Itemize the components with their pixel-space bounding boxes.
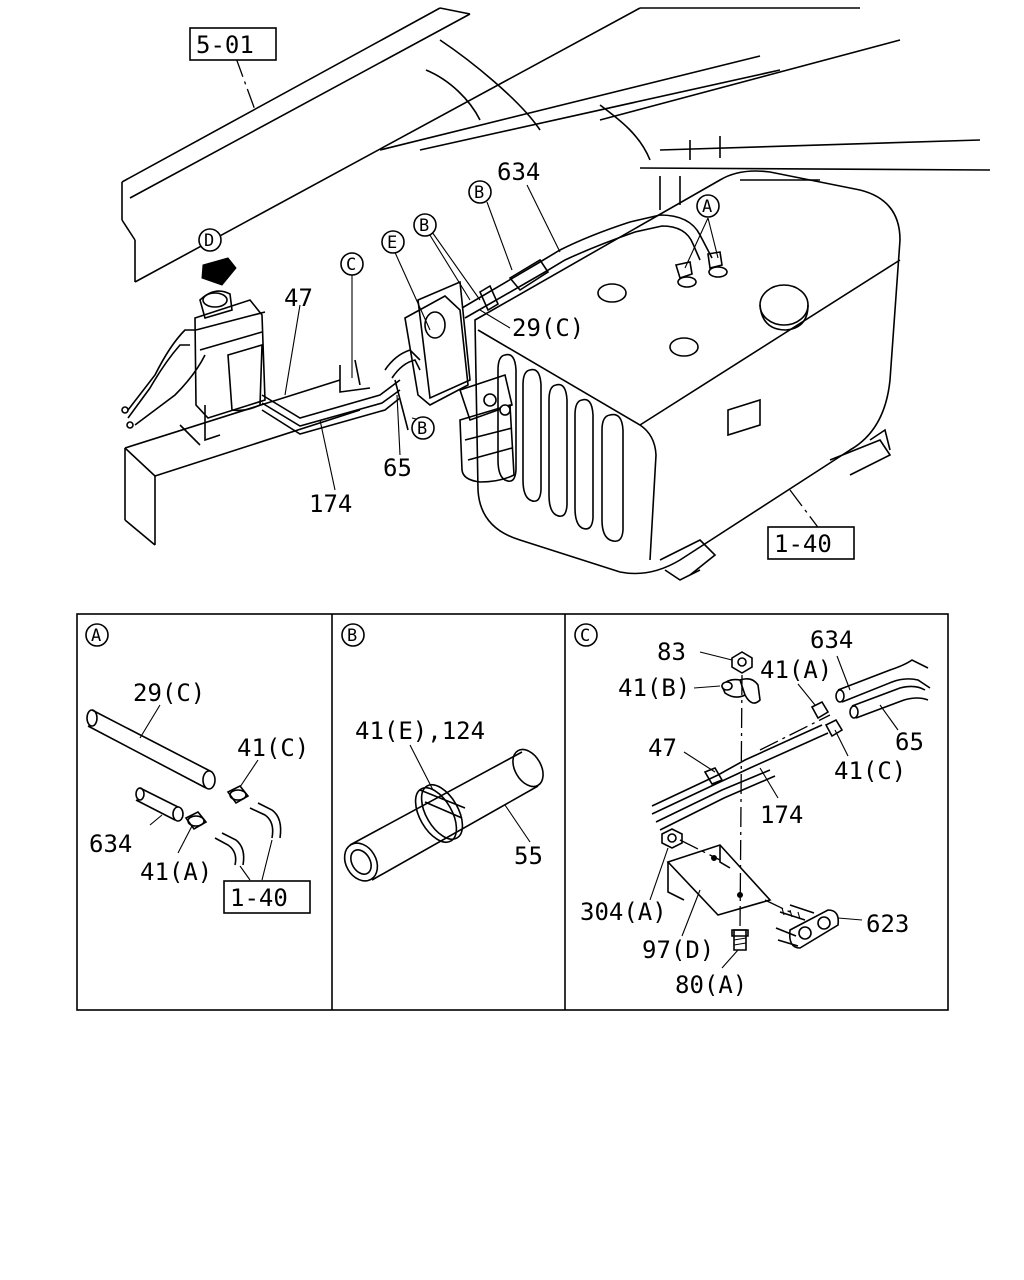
detail-panels-frame <box>76 613 949 1011</box>
svg-text:B: B <box>417 419 427 439</box>
label-80a: 80(A) <box>675 971 747 999</box>
svg-text:E: E <box>387 233 397 253</box>
detail-panel-a: A <box>85 623 311 914</box>
view-arrow-d <box>201 257 237 286</box>
label-304a: 304(A) <box>580 898 667 926</box>
svg-text:B: B <box>419 216 429 236</box>
callout-b-top: B <box>468 180 492 204</box>
label-41b: 41(B) <box>618 674 690 702</box>
ref-label-5-01: 5-01 <box>196 31 254 59</box>
callout-b-mid: B <box>413 213 437 237</box>
callout-d: D <box>198 228 222 252</box>
ref-box-1-40-main <box>767 526 855 560</box>
fuel-tank <box>474 170 901 581</box>
label-97d: 97(D) <box>642 936 714 964</box>
pipe-634 <box>135 787 184 822</box>
clip-41c-c <box>824 718 844 738</box>
label-83: 83 <box>657 638 686 666</box>
label-29c-main: 29(C) <box>512 314 584 342</box>
label-41c-a: 41(C) <box>237 734 309 762</box>
label-47-c: 47 <box>648 734 677 762</box>
label-65-c: 65 <box>895 728 924 756</box>
pipe-47-174 <box>651 724 829 831</box>
hose-634-c <box>835 659 931 703</box>
bracket-97d <box>666 844 772 916</box>
clip-41a-c <box>810 700 830 720</box>
svg-text:C: C <box>346 255 356 275</box>
bracket-e <box>417 280 471 400</box>
detail-panel-b: B 41(E),124 55 <box>341 623 544 882</box>
svg-text:B: B <box>474 183 484 203</box>
fuel-lines-left <box>121 329 206 429</box>
hose-65-c <box>849 685 929 719</box>
label-623: 623 <box>866 910 909 938</box>
svg-text:B: B <box>347 626 357 646</box>
label-41a-a: 41(A) <box>140 858 212 886</box>
bolt-80a <box>731 929 749 951</box>
clamp-41e-124 <box>414 784 466 843</box>
label-55: 55 <box>514 842 543 870</box>
svg-text:A: A <box>91 626 101 646</box>
panel-a-letter: A <box>85 623 109 647</box>
ref-label-1-40-main: 1-40 <box>774 530 832 558</box>
panel-b-letter: B <box>341 623 365 647</box>
main-assembly-drawing: 5-01 1-40 D B B B E C A <box>121 7 991 581</box>
pipe-29c <box>86 709 216 790</box>
clip-41a <box>184 810 208 831</box>
hose-1-40-c <box>214 837 237 866</box>
fuel-lines-634 <box>461 214 728 319</box>
label-634-main: 634 <box>497 158 540 186</box>
fuel-filter <box>404 295 515 483</box>
label-41c-c: 41(C) <box>834 757 906 785</box>
callout-c: C <box>340 252 364 276</box>
hose-1-40-d <box>221 832 245 866</box>
label-634-c: 634 <box>810 626 853 654</box>
hose-1-40-a <box>249 807 274 839</box>
label-634-a: 634 <box>89 830 132 858</box>
ref-box-1-40-a <box>223 880 311 914</box>
nut-304a <box>661 828 683 849</box>
callout-b-low: B <box>411 416 435 440</box>
callout-e: E <box>381 230 405 254</box>
hose-1-40-b <box>257 802 282 839</box>
label-174-main: 174 <box>309 490 352 518</box>
label-41e-124: 41(E),124 <box>355 717 485 745</box>
svg-text:C: C <box>580 626 590 646</box>
label-41a-c: 41(A) <box>760 656 832 684</box>
panel-c-letter: C <box>574 623 598 647</box>
label-29c-a: 29(C) <box>133 679 205 707</box>
label-65-main: 65 <box>383 454 412 482</box>
plate-623 <box>775 904 840 949</box>
nut-83 <box>731 651 753 674</box>
fuel-lines-47-174 <box>261 349 421 435</box>
svg-text:D: D <box>204 231 214 251</box>
detail-panel-c: C <box>574 623 931 999</box>
frame-rail-lower <box>124 379 361 546</box>
ref-box-5-01 <box>189 27 277 61</box>
label-47-main: 47 <box>284 284 313 312</box>
hose-55 <box>343 748 544 882</box>
water-separator <box>194 290 266 442</box>
callout-a: A <box>696 194 720 218</box>
ref-label-1-40-a: 1-40 <box>230 884 288 912</box>
clip-41b <box>721 678 761 704</box>
label-174-c: 174 <box>760 801 803 829</box>
clip-41c <box>226 784 250 805</box>
svg-text:A: A <box>702 197 712 217</box>
leader-lines-main <box>235 57 821 531</box>
